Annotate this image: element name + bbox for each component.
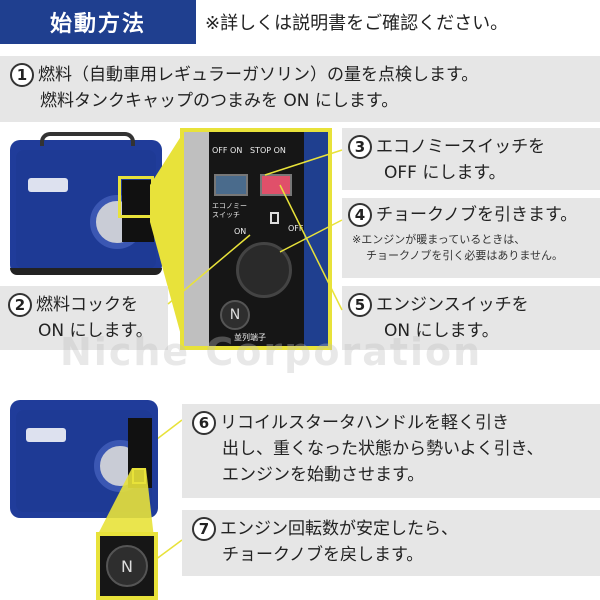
step-4-note-line2: チョークノブを引く必要はありません。	[366, 249, 564, 262]
step-4-note-line1: ※エンジンが暖まっているときは、	[352, 233, 526, 246]
choke-on-label: ON	[234, 227, 247, 236]
step-3-text-line1: エコノミースイッチを	[376, 137, 546, 157]
step-5-text-line2: ON にします。	[384, 321, 499, 341]
step-7-text-line2: チョークノブを戻します。	[222, 545, 424, 565]
generator-logo	[28, 178, 68, 192]
step-7-box: 7 エンジン回転数が安定したら、 チョークノブを戻します。	[182, 510, 600, 576]
step-5-text-line1: エンジンスイッチを	[376, 295, 529, 315]
zoom-connector-bottom	[96, 468, 154, 538]
generator-handle	[40, 132, 135, 146]
step-5-number: 5	[348, 293, 372, 317]
choke-knob-zoom: N	[96, 532, 158, 600]
step-6-text-line2: 出し、重くなった状態から勢いよく引き、	[222, 439, 544, 459]
step-6-text-line1: リコイルスタータハンドルを軽く引き	[220, 413, 509, 433]
step-2-number: 2	[8, 293, 32, 317]
step-2-box: 2 燃料コックを ON にします。	[0, 286, 168, 350]
step-6-number: 6	[192, 411, 216, 435]
economy-switch-label: エコノミースイッチ	[212, 202, 247, 219]
step-1-number: 1	[10, 63, 34, 87]
fuel-icon	[270, 212, 279, 224]
generator-logo-bottom	[26, 428, 66, 442]
step-1-text-line2: 燃料タンクキャップのつまみを ON にします。	[40, 91, 399, 111]
step-2-text-line2: ON にします。	[38, 321, 153, 341]
step-7-text-line1: エンジン回転数が安定したら、	[220, 519, 458, 539]
economy-switch	[214, 174, 248, 196]
parallel-terminal-label: 並列端子	[234, 333, 266, 342]
step-3-text-line2: OFF にします。	[384, 163, 506, 183]
fuel-cock-knob: N	[220, 300, 250, 330]
page-title: 始動方法	[0, 0, 196, 44]
step-6-text-line3: エンジンを始動させます。	[222, 465, 425, 485]
choke-off-label: OFF	[288, 224, 304, 233]
step-1-box: 1 燃料（自動車用レギュラーガソリン）の量を点検します。 燃料タンクキャップのつ…	[0, 56, 600, 122]
step-4-text-line1: チョークノブを引きます。	[376, 205, 578, 225]
step-4-number: 4	[348, 203, 372, 227]
step-1-text-line1: 燃料（自動車用レギュラーガソリン）の量を点検します。	[38, 65, 479, 85]
step-7-number: 7	[192, 517, 216, 541]
generator-image-top	[10, 132, 162, 275]
highlight-marker-top	[118, 176, 154, 218]
econ-switch-labels: OFF ON	[212, 146, 243, 155]
step-4-box: 4 チョークノブを引きます。 ※エンジンが暖まっているときは、 チョークノブを引…	[342, 198, 600, 278]
step-6-box: 6 リコイルスタータハンドルを軽く引き 出し、重くなった状態から勢いよく引き、 …	[182, 404, 600, 498]
manual-note: ※詳しくは説明書をご確認ください。	[205, 13, 509, 34]
engine-switch-labels: STOP ON	[250, 146, 286, 155]
step-5-box: 5 エンジンスイッチを ON にします。	[342, 286, 600, 350]
step-2-text-line1: 燃料コックを	[36, 295, 138, 315]
step-3-number: 3	[348, 135, 372, 159]
engine-switch	[260, 174, 292, 196]
control-panel-zoom: OFF ON STOP ON エコノミースイッチ ON OFF N 並列端子	[180, 128, 332, 350]
choke-knob	[236, 242, 292, 298]
control-panel-thumb	[122, 180, 154, 242]
generator-image-bottom	[10, 400, 158, 518]
watermark: Niche Corporation	[60, 330, 483, 374]
step-3-box: 3 エコノミースイッチを OFF にします。	[342, 128, 600, 190]
